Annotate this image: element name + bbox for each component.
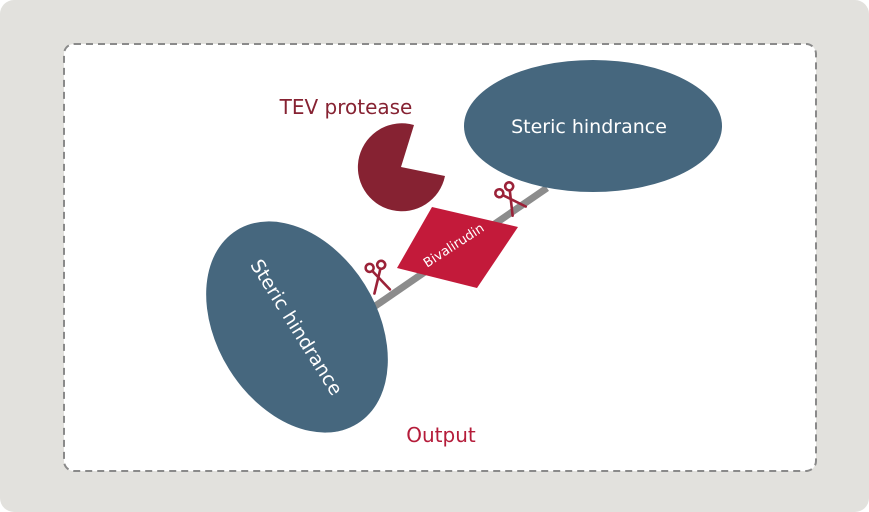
steric-hindrance-top-label: Steric hindrance <box>511 116 667 138</box>
output-label: Output <box>406 423 476 447</box>
scissors-blade-left <box>371 269 392 291</box>
scissors-blade-left <box>501 194 528 208</box>
scissors-blade-right <box>508 189 514 217</box>
scissors-handle-left <box>364 262 375 274</box>
steric-hindrance-top <box>464 60 722 192</box>
scissors-icon <box>494 181 528 217</box>
steric-hindrance-bottom <box>206 221 388 433</box>
tev-protease-label: TEV protease <box>279 95 413 119</box>
scissors-handle-right <box>503 181 515 192</box>
steric-hindrance-bottom-group: Steric hindrance <box>206 221 388 433</box>
scissors-icon <box>364 259 392 295</box>
scissors-blade-right <box>373 267 382 295</box>
bivalirudin-shape <box>397 207 518 288</box>
scissors-handle-left <box>494 187 505 199</box>
pacman-protease-icon <box>357 123 445 212</box>
scissors-handle-right <box>375 259 387 271</box>
